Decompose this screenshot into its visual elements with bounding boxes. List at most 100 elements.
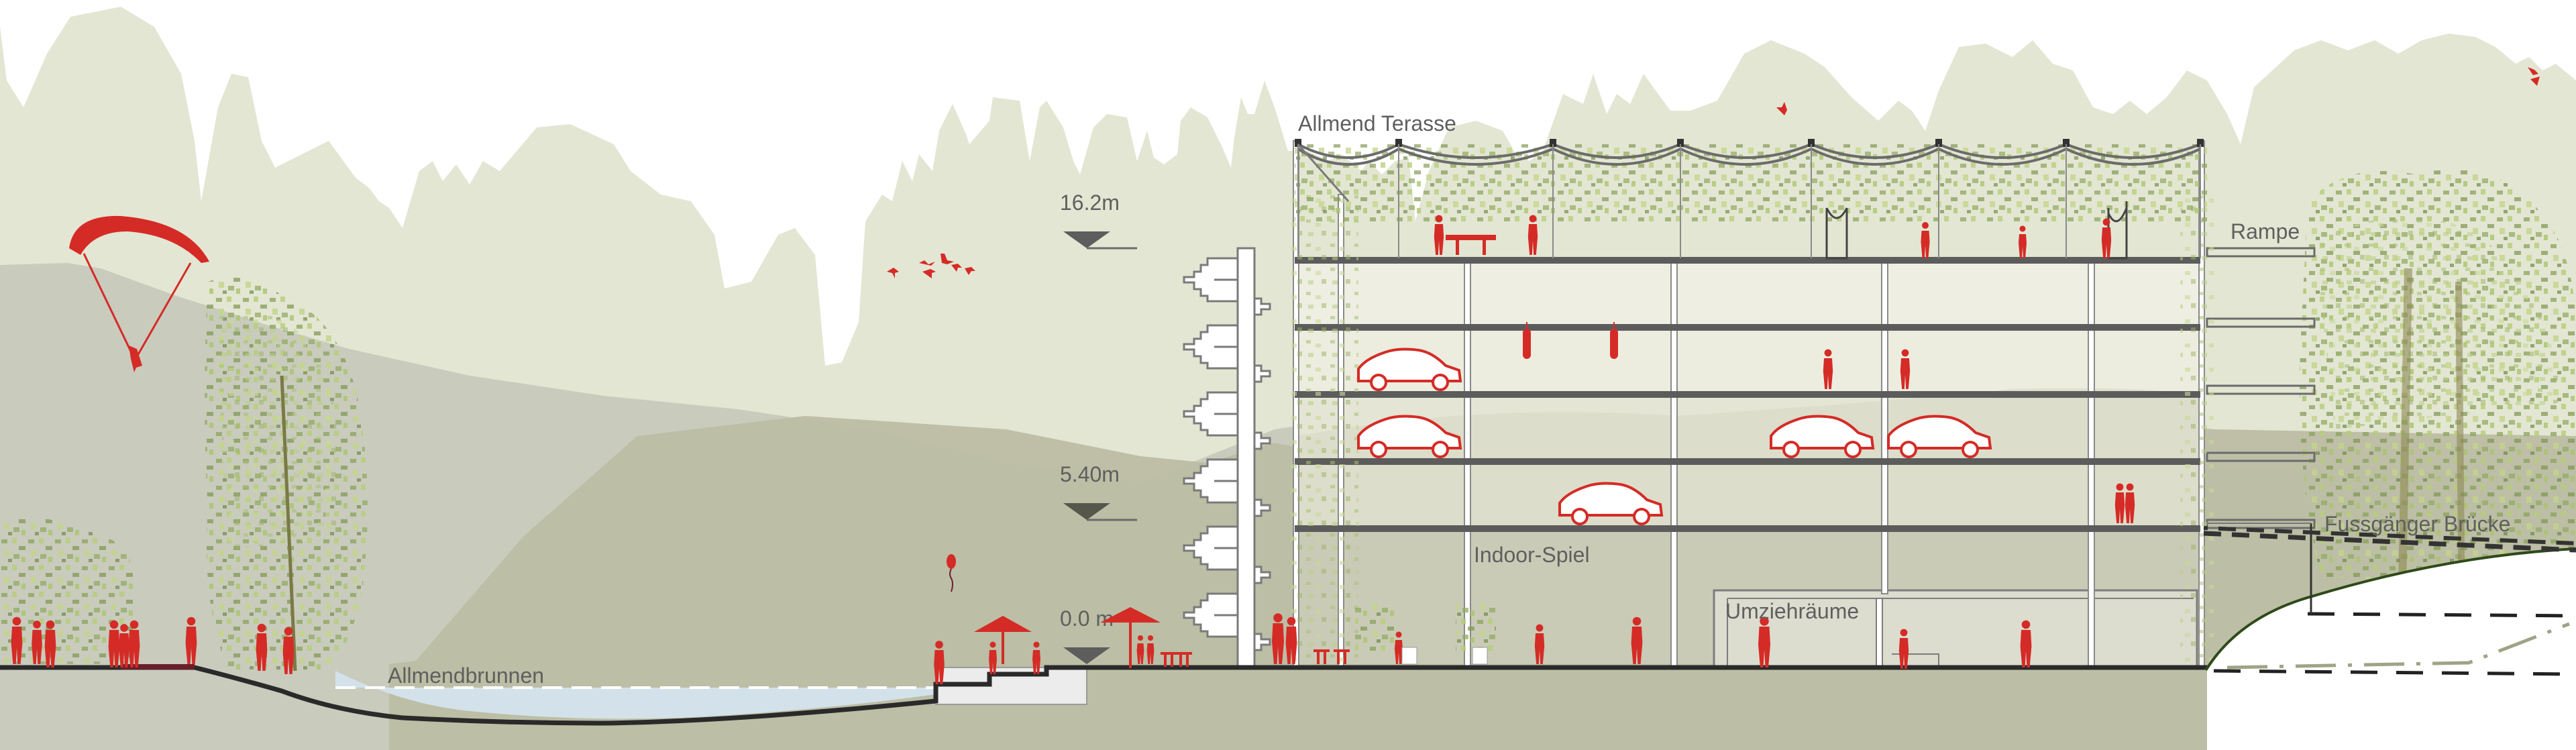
pergola-post: [1550, 139, 1556, 147]
stair-bracket: [1253, 498, 1271, 517]
person-icon: [1758, 617, 1770, 667]
bridge-deck: [2203, 531, 2576, 553]
floor-2-interior: [1298, 463, 2200, 527]
person-icon: [44, 620, 56, 667]
level-marker: 0.0 m: [1060, 606, 1114, 664]
pergola-roof: [1295, 139, 2207, 258]
ping-pong-table-icon: [1446, 235, 1496, 240]
ground-line: [0, 665, 2207, 726]
stair-bracket: [1253, 431, 1271, 450]
person-icon: [1272, 613, 1284, 664]
stair-landing: [1183, 592, 1239, 638]
bird-icon: [1776, 102, 1787, 115]
car-icon: [1357, 415, 1462, 458]
cafe-table-icon: [1334, 649, 1350, 664]
stair-bracket: [1253, 297, 1271, 316]
person-icon: [1900, 349, 1911, 389]
car-icon: [1558, 482, 1664, 525]
pergola-cable: [1938, 143, 2067, 159]
slab-1: [1295, 525, 2200, 532]
pergola-post: [2063, 139, 2070, 147]
level-triangle-icon: [1063, 647, 1110, 664]
person-icon: [2020, 620, 2032, 667]
person-icon: [1395, 631, 1403, 664]
slab-roof: [1295, 257, 2200, 264]
person-icon: [989, 641, 997, 674]
person-icon: [185, 617, 197, 664]
water-pool: [335, 671, 936, 719]
pergola-cable: [1811, 148, 1939, 166]
umbrella-icon: [1100, 607, 1161, 668]
stair-tower: [1183, 247, 1271, 669]
person-icon: [256, 623, 268, 671]
planters: [1355, 604, 1496, 665]
pergola-cable: [1680, 143, 1812, 159]
stair-bracket: [1253, 566, 1271, 584]
car-icon: [1887, 415, 1992, 458]
person-icon: [119, 624, 129, 667]
cafe-table-icon: [1313, 649, 1330, 664]
person-icon: [128, 620, 140, 667]
slab-3: [1295, 391, 2200, 398]
green-facade-right: [2180, 188, 2214, 667]
floor-5-interior: [1298, 262, 2200, 325]
person-icon: [2125, 483, 2135, 523]
person-icon: [1534, 624, 1545, 664]
label-terrace: Allmend Terasse: [1298, 111, 1456, 136]
pergola-cable: [2065, 148, 2201, 166]
pergola-post: [1808, 139, 1815, 147]
pergola-cable: [1552, 143, 1681, 159]
label-fountain: Allmendbrunnen: [388, 663, 544, 688]
level-markers: 16.2m 5.40m 0.0 m: [1060, 191, 1137, 664]
paraglider-canopy: [69, 215, 209, 263]
slab-4: [1295, 324, 2200, 331]
bird-icon: [2528, 67, 2540, 86]
pergola-cable: [1680, 148, 1812, 166]
level-label: 0.0 m: [1060, 606, 1114, 631]
level-label: 5.40m: [1060, 462, 1120, 486]
balloon: [947, 554, 956, 592]
label-bridge: Fussgänger Brücke: [2324, 512, 2510, 536]
stair-landing: [1183, 324, 1239, 370]
pergola-cable: [2065, 143, 2201, 159]
stair-bracket: [1253, 364, 1271, 383]
person-icon: [1434, 215, 1444, 255]
level-triangle-icon: [1063, 503, 1110, 520]
pergola-cable: [1297, 148, 1400, 166]
people: [11, 215, 2135, 684]
pergola-cable: [1398, 143, 1554, 159]
building: [1183, 139, 2316, 669]
stair-landing: [1183, 257, 1239, 303]
person-icon: [2019, 225, 2027, 258]
stair-landing: [1183, 458, 1239, 504]
person-icon: [2114, 483, 2125, 523]
car-icon: [1357, 347, 1462, 391]
pergola-cable: [1398, 148, 1554, 166]
green-facade-left: [1291, 188, 1358, 667]
paraglider: [69, 215, 209, 372]
label-ramp: Rampe: [2231, 219, 2300, 244]
pergola-post: [1677, 139, 1684, 147]
person-icon: [1898, 629, 1909, 669]
person-icon: [1285, 617, 1297, 664]
level-triangle-icon: [1063, 231, 1110, 248]
person-icon: [282, 627, 294, 674]
bird-icon: [941, 254, 975, 275]
stair-landing: [1183, 525, 1239, 571]
level-marker: 16.2m: [1060, 191, 1137, 250]
pergola-cable: [1938, 148, 2067, 166]
person-icon: [108, 620, 120, 667]
cars: [1357, 347, 1992, 525]
ground: [0, 523, 2576, 750]
person-icon: [11, 617, 23, 664]
pergola-post: [2197, 139, 2204, 147]
pergola-cable: [1552, 148, 1681, 166]
person-icon: [1631, 617, 1643, 664]
pergola-post: [1935, 139, 1942, 147]
bird-icon: [887, 268, 899, 278]
person-icon: [1032, 641, 1040, 674]
person-icon: [32, 621, 42, 664]
tree-group-left: [0, 277, 368, 672]
level-label: 16.2m: [1060, 191, 1120, 215]
